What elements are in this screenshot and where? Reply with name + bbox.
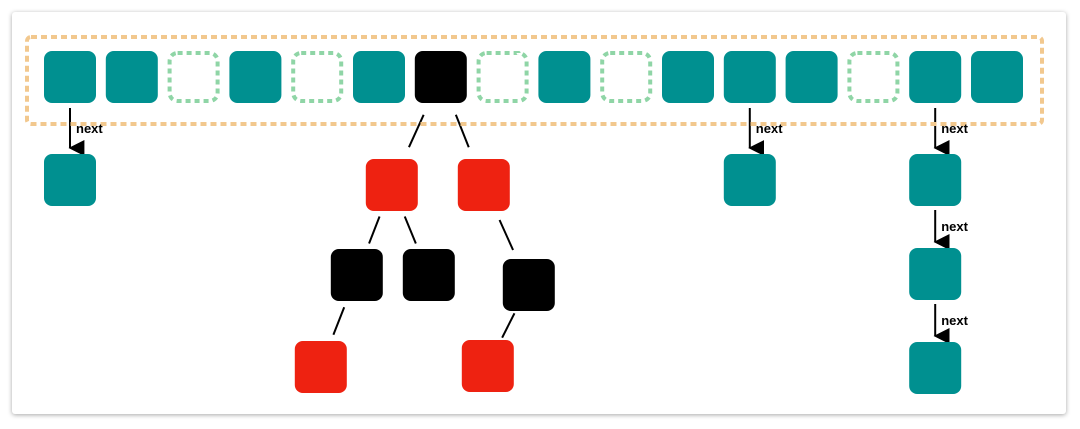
empty-bucket-slot <box>847 51 900 103</box>
next-label: next <box>941 313 968 328</box>
tree-edge <box>403 216 417 244</box>
linked-list-node <box>909 342 962 394</box>
empty-bucket-slot <box>167 51 220 103</box>
tree-edge <box>368 216 381 244</box>
filled-bucket-slot <box>909 51 962 103</box>
tree-root-bucket <box>414 51 467 103</box>
tree-edge <box>454 114 470 148</box>
tree-edge <box>332 306 346 336</box>
linked-list-node <box>44 154 96 206</box>
tree-edge <box>501 312 516 339</box>
linked-list-node <box>723 154 776 206</box>
next-label: next <box>941 121 968 136</box>
black-tree-node <box>330 249 383 301</box>
filled-bucket-slot <box>785 51 838 103</box>
red-tree-node <box>365 159 418 211</box>
filled-bucket-slot <box>538 51 591 103</box>
black-tree-node <box>402 249 455 301</box>
filled-bucket-slot <box>723 51 776 103</box>
next-label: next <box>756 121 783 136</box>
filled-bucket-slot <box>971 51 1023 103</box>
next-label: next <box>941 219 968 234</box>
empty-bucket-slot <box>291 51 344 103</box>
red-tree-node <box>461 340 514 392</box>
empty-bucket-slot <box>600 51 653 103</box>
filled-bucket-slot <box>229 51 282 103</box>
linked-list-node <box>909 248 962 300</box>
empty-bucket-slot <box>476 51 529 103</box>
linked-list-node <box>909 154 962 206</box>
filled-bucket-slot <box>353 51 405 103</box>
red-tree-node <box>457 159 510 211</box>
tree-edge <box>408 114 425 148</box>
filled-bucket-slot <box>105 51 158 103</box>
red-tree-node <box>294 341 347 393</box>
filled-bucket-slot <box>44 51 96 103</box>
bucket-array-border <box>25 35 1044 126</box>
filled-bucket-slot <box>662 51 714 103</box>
tree-edge <box>498 219 514 251</box>
next-label: next <box>76 121 103 136</box>
black-tree-node <box>502 259 555 311</box>
